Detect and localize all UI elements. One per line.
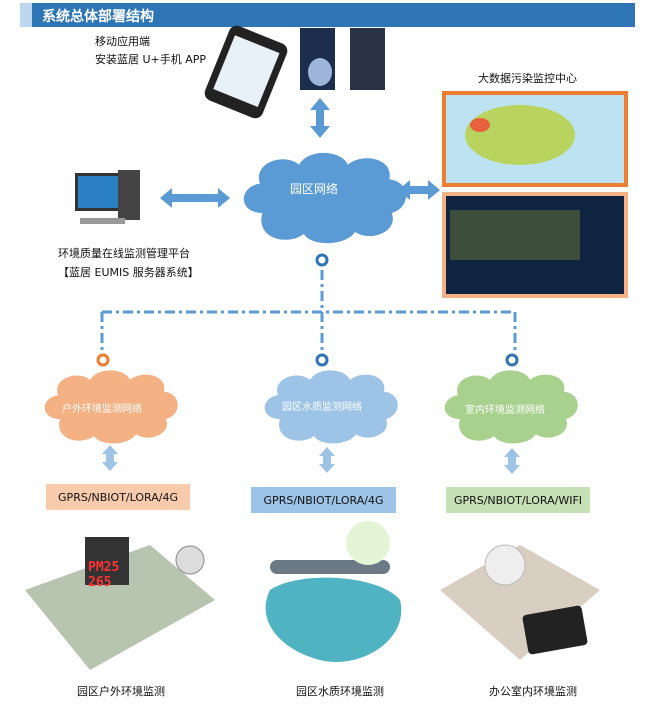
platform-system-label: 【蓝居 EUMIS 服务器系统】 [58,266,199,279]
bidirectional-arrows [160,98,440,208]
core-network-label: 园区网络 [290,182,339,196]
water-network-label: 园区水质监测网络 [282,402,362,413]
water-scene-image [265,521,402,662]
platform-label: 环境质量在线监测管理平台 [58,247,190,260]
core-network-cloud [243,152,407,244]
pm25-sign: PM25 265 [88,560,126,590]
bigdata-title: 大数据污染监控中心 [478,72,577,85]
pm25-label: PM25 [88,560,120,575]
indoor-scene-image [440,544,600,660]
indoor-network-label: 室内环境监测网络 [465,405,545,416]
water-protocol-box: GPRS/NBIOT/LORA/4G [251,487,396,513]
outdoor-caption: 园区户外环境监测 [77,685,165,698]
section-header: 系统总体部署结构 [20,3,635,27]
water-caption: 园区水质环境监测 [296,685,384,698]
indoor-protocol-box: GPRS/NBIOT/LORA/WIFI [446,487,590,513]
header-accent [20,3,32,27]
outdoor-scene-image [25,537,215,670]
app-list-screenshot [350,28,385,90]
outdoor-protocol-box: GPRS/NBIOT/LORA/4G [46,484,190,510]
indoor-caption: 办公室内环境监测 [489,685,577,698]
section-title: 系统总体部署结构 [42,9,154,25]
computer-image [75,170,140,224]
mobile-app-label: 安装蓝居 U+手机 APP [95,53,207,66]
mobile-label: 移动应用端 [95,35,150,48]
dashed-connection-lines [100,270,517,350]
outdoor-network-label: 户外环境监测网络 [62,404,142,415]
smartphone-image [204,25,288,119]
pm25-value: 265 [88,575,112,590]
